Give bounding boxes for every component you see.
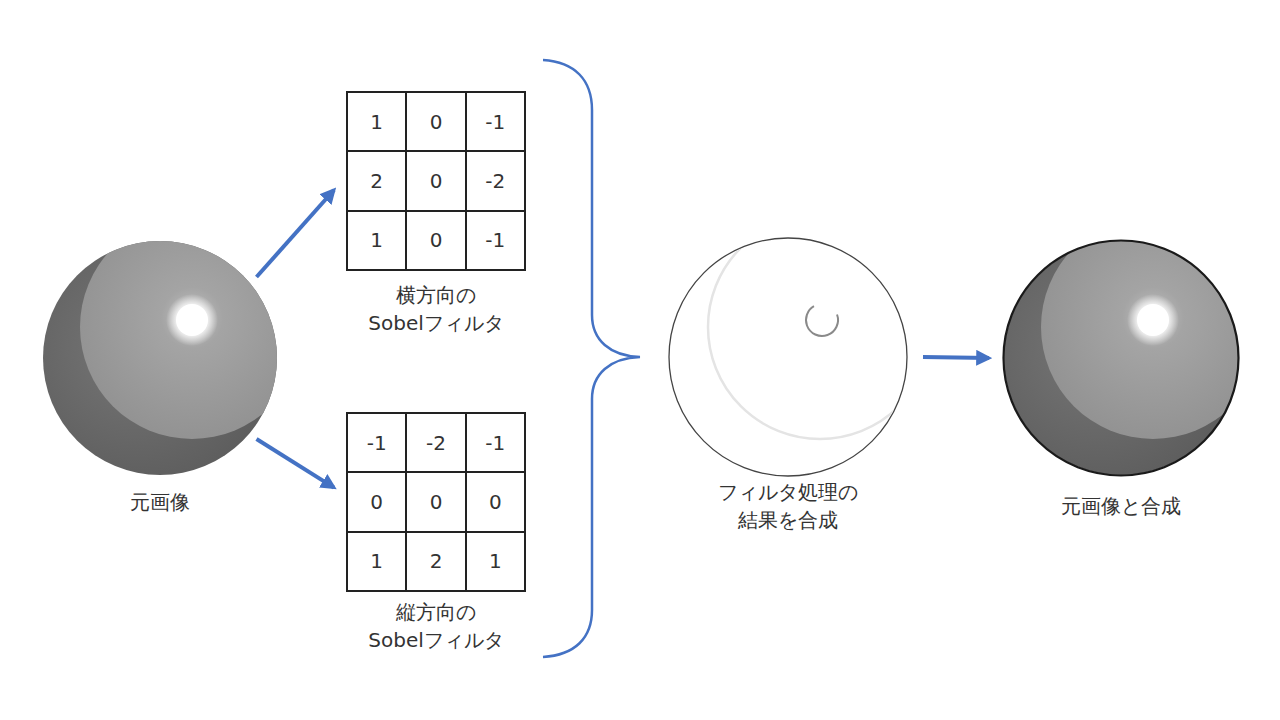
table-cell: 2 [406, 532, 465, 591]
merge-brace [543, 60, 640, 657]
table-cell: 1 [347, 211, 406, 270]
table-cell: 0 [406, 472, 465, 531]
result-sphere [1004, 215, 1266, 476]
table-cell: 0 [466, 472, 525, 531]
node-caption: 縦方向の Sobelフィルタ [336, 598, 536, 654]
image-node: フィルタ処理の 結果を合成 [669, 238, 907, 476]
node-caption: 元画像 [90, 488, 230, 516]
table-cell: -1 [466, 211, 525, 270]
table-cell: -2 [466, 151, 525, 210]
filter-kernel: 10-120-210-1横方向の Sobelフィルタ [346, 91, 526, 271]
flow-arrow [923, 357, 989, 358]
table-cell: 0 [406, 151, 465, 210]
table-cell: 1 [466, 532, 525, 591]
image-node: 元画像と合成 [1003, 240, 1239, 476]
kernel-grid: 10-120-210-1 [346, 91, 526, 271]
table-cell: -1 [466, 92, 525, 151]
node-caption: 横方向の Sobelフィルタ [336, 281, 536, 337]
table-cell: 1 [347, 92, 406, 151]
original-sphere [43, 215, 304, 475]
node-caption: 元画像と合成 [1036, 492, 1206, 520]
image-node: 元画像 [42, 240, 278, 476]
filter-kernel: -1-2-1000121縦方向の Sobelフィルタ [346, 412, 526, 592]
kernel-grid: -1-2-1000121 [346, 412, 526, 592]
flow-arrow [257, 439, 335, 488]
table-cell: 0 [406, 92, 465, 151]
table-cell: -2 [406, 413, 465, 472]
table-cell: 0 [347, 472, 406, 531]
table-cell: -1 [466, 413, 525, 472]
flow-arrow [257, 190, 335, 277]
table-cell: -1 [347, 413, 406, 472]
edge-image [669, 215, 932, 476]
table-cell: 1 [347, 532, 406, 591]
table-cell: 0 [406, 211, 465, 270]
table-cell: 2 [347, 151, 406, 210]
node-caption: フィルタ処理の 結果を合成 [703, 478, 873, 534]
